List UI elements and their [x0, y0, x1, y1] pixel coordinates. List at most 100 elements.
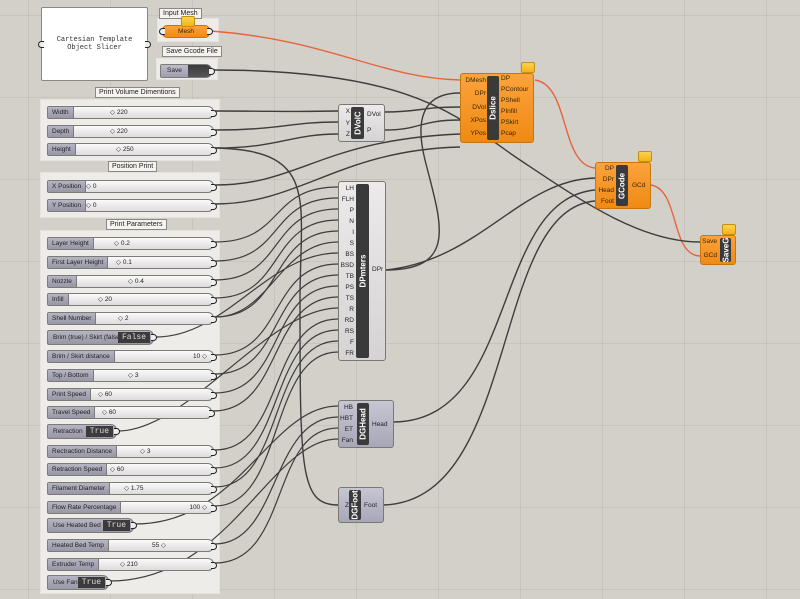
save-button[interactable]: Save: [160, 64, 215, 78]
toggle-state[interactable]: False: [117, 332, 150, 343]
port-ypos[interactable]: YPos: [470, 130, 486, 137]
port-bs[interactable]: BS: [345, 251, 354, 258]
component-dgfoot[interactable]: Z DGFoot Foot: [338, 487, 384, 523]
component-saveg[interactable]: Save GCd SaveG: [700, 235, 736, 265]
toggle-state[interactable]: True: [102, 520, 130, 531]
port-dpr-out[interactable]: DPr: [372, 266, 384, 273]
port-bsd[interactable]: BSD: [340, 262, 354, 269]
port-s[interactable]: S: [349, 240, 354, 247]
slider-shell-number[interactable]: Shell Number◇ 2: [47, 312, 217, 325]
port-dp[interactable]: DP: [501, 75, 511, 82]
slider-first-layer-height[interactable]: First Layer Height◇ 0.1: [47, 256, 217, 269]
slider-value-text: 0: [92, 183, 97, 190]
slider-nozzle[interactable]: Nozzle◇ 0.4: [47, 275, 217, 288]
port-et[interactable]: ET: [344, 426, 353, 433]
port-dvol[interactable]: DVol: [367, 111, 381, 118]
slider-retraction-speed[interactable]: Retraction Speed◇ 60: [47, 463, 217, 476]
slider-filament-diameter[interactable]: Filament Diameter◇ 1.75: [47, 482, 217, 495]
port-hbt[interactable]: HBT: [340, 415, 353, 422]
port-pskirt[interactable]: PSkirt: [501, 119, 519, 126]
port-save[interactable]: Save: [702, 238, 717, 245]
port-tb[interactable]: TB: [345, 273, 354, 280]
slider-infill[interactable]: Infill◇ 20: [47, 293, 217, 306]
slider-extruder-temp[interactable]: Extruder Temp◇ 210: [47, 558, 217, 571]
slider-label: Nozzle: [48, 276, 77, 287]
port-gcd[interactable]: GCd: [703, 252, 717, 259]
note-panel[interactable]: Cartesian Template Object Slicer: [38, 7, 151, 81]
mesh-param-label: Mesh: [178, 28, 194, 35]
port-pcap[interactable]: Pcap: [501, 130, 516, 137]
mesh-input-grip[interactable]: [159, 28, 165, 35]
port-f[interactable]: F: [350, 339, 354, 346]
slider-height[interactable]: Height◇ 250: [47, 143, 217, 156]
port-gcd[interactable]: GCd: [632, 182, 646, 189]
toggle-output-grip[interactable]: [106, 579, 112, 586]
port-dmesh[interactable]: DMesh: [465, 77, 486, 84]
port-p[interactable]: P: [349, 207, 354, 214]
port-rs[interactable]: RS: [344, 328, 354, 335]
port-r[interactable]: R: [349, 306, 354, 313]
slider-x-position[interactable]: X Position◇ 0: [47, 180, 217, 193]
port-head-out[interactable]: Head: [372, 421, 388, 428]
slider-label: X Position: [48, 181, 87, 192]
slider-top-bottom[interactable]: Top / Bottom◇ 3: [47, 369, 217, 382]
port-pcontour[interactable]: PContour: [501, 86, 529, 93]
component-name-bar: DGFoot: [349, 490, 361, 520]
slider-retraction-distance[interactable]: Rectraction Distance◇ 3: [47, 445, 217, 458]
port-foot-out[interactable]: Foot: [364, 502, 378, 509]
port-flh[interactable]: FLH: [341, 196, 354, 203]
slider-value: ◇ 0: [86, 202, 97, 209]
slider-value: ◇ 60: [102, 409, 117, 416]
group-label-volume: Print Volume Dimentions: [95, 87, 180, 98]
port-dpr[interactable]: DPr: [474, 90, 486, 97]
slider-value-text: 2: [124, 315, 129, 322]
slider-layer-height[interactable]: Layer Height◇ 0.2: [47, 237, 217, 250]
port-fan[interactable]: Fan: [341, 437, 353, 444]
slider-label: Y Position: [48, 200, 87, 211]
component-gcode[interactable]: DP DPr Head Foot GCode GCd: [595, 162, 651, 209]
component-dghead[interactable]: HB HBT ET Fan DGHead Head: [338, 400, 394, 448]
slider-print-speed[interactable]: Print Speed◇ 60: [47, 388, 217, 401]
port-fr[interactable]: FR: [345, 350, 354, 357]
port-xpos[interactable]: XPos: [470, 117, 486, 124]
port-z[interactable]: Z: [346, 131, 350, 138]
port-rd[interactable]: RD: [344, 317, 354, 324]
port-i[interactable]: I: [352, 229, 354, 236]
port-dvol[interactable]: DVol: [472, 104, 486, 111]
panel-output-grip[interactable]: [145, 41, 151, 48]
port-y[interactable]: Y: [345, 120, 350, 127]
slider-y-position[interactable]: Y Position◇ 0: [47, 199, 217, 212]
port-hb[interactable]: HB: [343, 404, 353, 411]
toggle-brim-skirt[interactable]: Brim (true) / Skirt (false)False: [47, 330, 157, 345]
port-ps[interactable]: PS: [345, 284, 354, 291]
port-lh[interactable]: LH: [345, 185, 354, 192]
port-pshell[interactable]: PShell: [501, 97, 520, 104]
port-n[interactable]: N: [349, 218, 354, 225]
toggle-state[interactable]: True: [77, 577, 105, 588]
toggle-state[interactable]: True: [85, 426, 113, 437]
slider-depth[interactable]: Depth◇ 220: [47, 125, 217, 138]
port-head[interactable]: Head: [598, 187, 614, 194]
port-x[interactable]: X: [345, 108, 350, 115]
port-z[interactable]: Z: [345, 502, 349, 509]
port-pinfill[interactable]: PInfill: [501, 108, 517, 115]
slider-travel-speed[interactable]: Travel Speed◇ 60: [47, 406, 215, 419]
dslice-preview-bubble-icon: [521, 62, 535, 73]
component-dslice[interactable]: DMesh DPr DVol XPos YPos DsIice DP PCont…: [460, 73, 534, 143]
component-dvolc[interactable]: X Y Z DVolC DVol P: [338, 104, 385, 142]
port-dpr[interactable]: DPr: [602, 176, 614, 183]
slider-value-text: 0: [92, 202, 97, 209]
panel-input-grip[interactable]: [38, 41, 44, 48]
port-dp[interactable]: DP: [604, 165, 614, 172]
port-foot[interactable]: Foot: [600, 198, 614, 205]
port-p[interactable]: P: [367, 127, 372, 134]
slider-width[interactable]: Width◇ 220: [47, 106, 217, 119]
port-ts[interactable]: TS: [345, 295, 354, 302]
